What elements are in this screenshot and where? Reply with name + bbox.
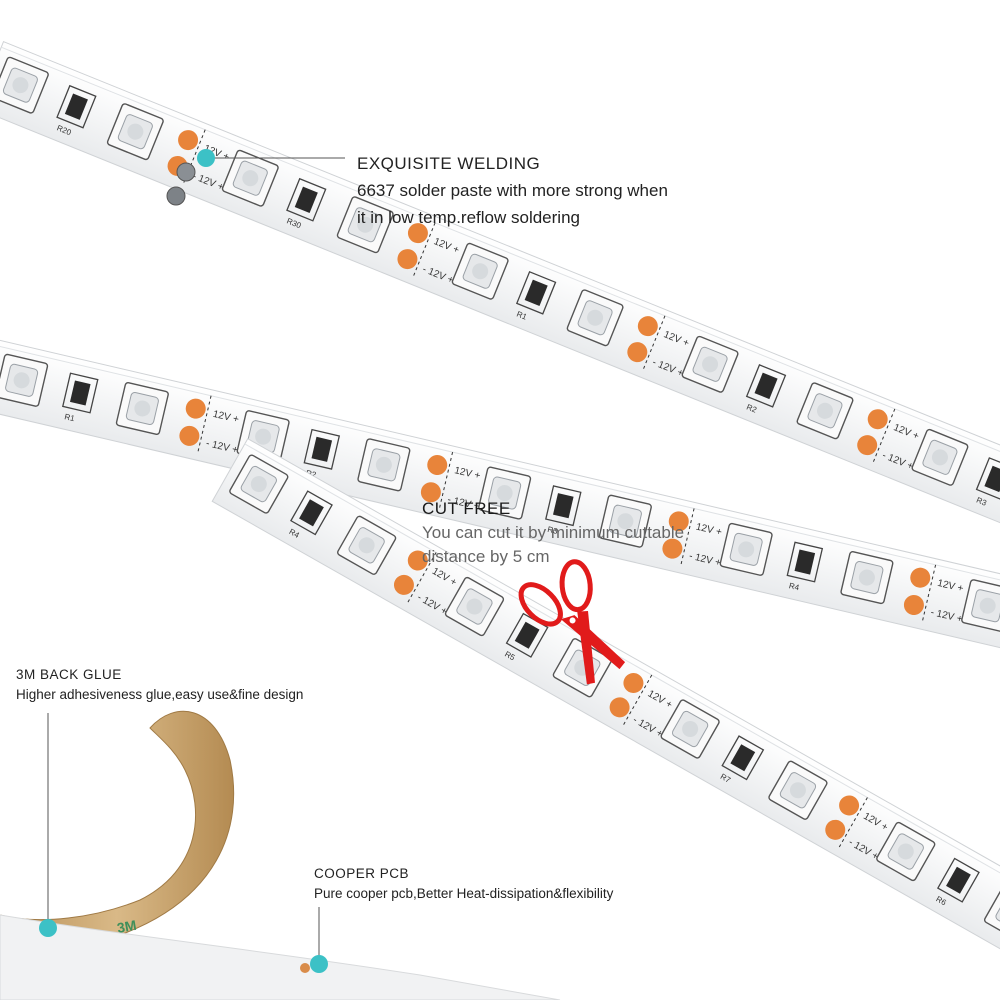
- marker-dot-welding: [197, 149, 215, 167]
- resistor: R2: [303, 428, 341, 480]
- cut-line-2: distance by 5 cm: [422, 547, 550, 566]
- led-chip: [983, 883, 1000, 943]
- resistor: R1: [515, 270, 557, 322]
- back-glue-tape: [0, 710, 235, 949]
- cut-line-1: You can cut it by minimum cuttable: [422, 523, 685, 542]
- welding-annotation: EXQUISITE WELDING 6637 solder paste with…: [357, 150, 777, 231]
- welding-title: EXQUISITE WELDING: [357, 154, 541, 173]
- led-chip: [660, 699, 720, 759]
- resistor: R6: [934, 857, 980, 908]
- marker-dot-pcb: [310, 955, 328, 973]
- solder-joint: [176, 162, 196, 182]
- led-chip: [337, 515, 397, 575]
- led-chip: [768, 760, 828, 820]
- resistor-label: R2: [305, 468, 318, 479]
- led-chip: [961, 579, 1000, 633]
- resistor-label: R1: [515, 309, 528, 321]
- led-chip: [221, 149, 279, 207]
- resistor-label: R3: [547, 525, 560, 536]
- led-chip: [0, 56, 49, 114]
- led-chip: [106, 103, 164, 161]
- led-chip: [719, 522, 773, 576]
- solder-joint: [166, 186, 186, 206]
- led-chip: [0, 353, 49, 407]
- resistor: R1: [61, 372, 99, 423]
- resistor: R4: [786, 541, 824, 592]
- resistor-label: R4: [788, 581, 801, 592]
- cut-title: CUT FREE: [422, 499, 511, 518]
- led-chip: [796, 382, 854, 440]
- welding-line-1: 6637 solder paste with more strong when: [357, 181, 668, 200]
- led-chip: [115, 381, 169, 436]
- led-chip: [598, 494, 652, 548]
- cut-annotation: CUT FREE You can cut it by minimum cutta…: [422, 497, 752, 569]
- copper-dot: [300, 963, 310, 973]
- led-chip: [911, 428, 969, 486]
- led-chip: [444, 576, 505, 637]
- led-chip: [336, 196, 394, 254]
- welding-line-2: it in low temp.reflow soldering: [357, 208, 580, 227]
- glue-annotation: 3M BACK GLUE Higher adhesiveness glue,ea…: [16, 665, 396, 705]
- glue-desc: Higher adhesiveness glue,easy use&fine d…: [16, 687, 304, 702]
- resistor: R30: [285, 177, 327, 230]
- pcb-underside: [0, 914, 561, 1000]
- led-chip: [451, 242, 509, 300]
- led-chip: [478, 466, 532, 520]
- marker-dot-glue: [39, 919, 57, 937]
- led-chip: [681, 335, 739, 393]
- resistor: R3: [545, 485, 582, 536]
- led-chip: [840, 551, 894, 605]
- pcb-title: COOPER PCB: [314, 866, 410, 881]
- led-chip: [566, 289, 624, 347]
- led-chip: [357, 438, 411, 492]
- pcb-annotation: COOPER PCB Pure cooper pcb,Better Heat-d…: [314, 864, 734, 904]
- pcb-desc: Pure cooper pcb,Better Heat-dissipation&…: [314, 886, 614, 901]
- led-chip: [229, 454, 289, 514]
- tape-print: 3M: [116, 917, 138, 936]
- scissors-icon: [518, 559, 626, 685]
- resistor-label: R3: [975, 496, 988, 508]
- resistor: R3: [975, 457, 1000, 508]
- cut-pad: 12V +- 12V +: [662, 508, 723, 569]
- resistor-label: R2: [745, 403, 758, 415]
- resistor-label: R1: [63, 412, 76, 423]
- led-chip: [876, 821, 936, 882]
- glue-title: 3M BACK GLUE: [16, 667, 122, 682]
- resistor: R2: [745, 364, 787, 415]
